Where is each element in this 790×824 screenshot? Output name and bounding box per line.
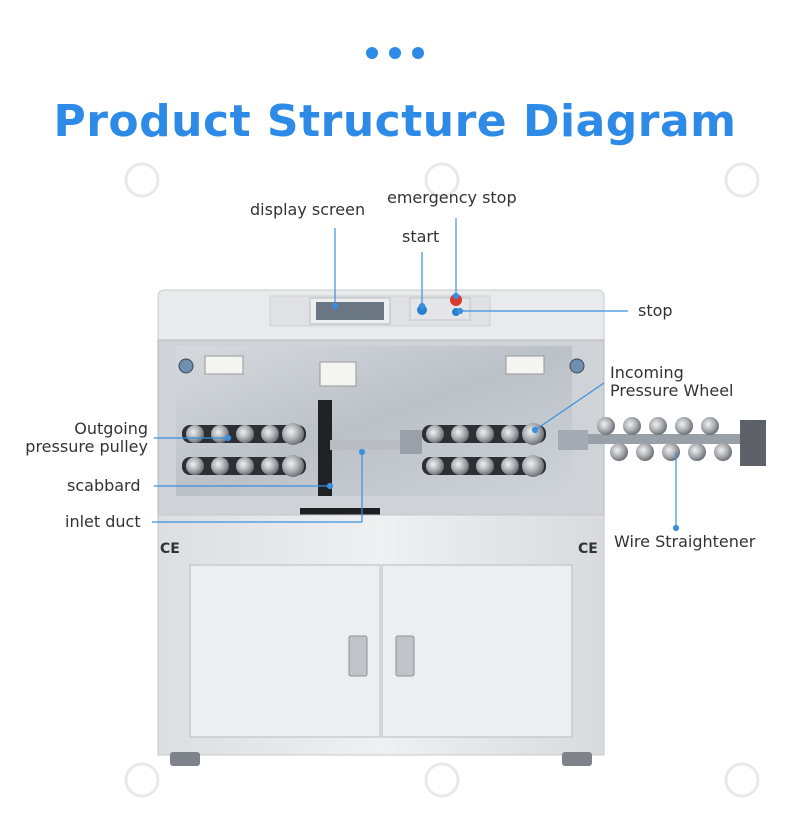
watermark-logo	[724, 762, 760, 798]
label-incoming-pressure-wheel: Incoming Pressure Wheel	[610, 364, 734, 400]
decorative-dots	[0, 44, 790, 63]
page-title: Product Structure Diagram	[53, 96, 737, 147]
watermark-logo	[724, 162, 760, 198]
ce-mark-left: CE	[160, 541, 180, 557]
dot	[412, 47, 425, 59]
outgoing-wheels	[182, 423, 306, 477]
label-emergency-stop: emergency stop	[387, 188, 517, 207]
blade-assembly	[318, 400, 332, 496]
label-display-screen: display screen	[250, 200, 366, 219]
wire-straightener	[588, 417, 766, 466]
label-outgoing-pressure-pulley: Outgoing pressure pulley	[17, 420, 148, 456]
ce-mark-right: CE	[578, 541, 598, 557]
label-inlet-duct: inlet duct	[65, 512, 141, 531]
label-incoming-line2: Pressure Wheel	[610, 381, 734, 400]
label-outgoing-line1: Outgoing	[74, 419, 148, 438]
incoming-wheels	[422, 423, 546, 477]
watermark-logo	[424, 162, 460, 198]
emergency-stop-button	[450, 294, 462, 306]
left-door-handle	[348, 635, 368, 677]
watermark-logo	[124, 162, 160, 198]
dot	[365, 47, 378, 59]
cabinet	[157, 514, 605, 766]
top-housing	[157, 289, 605, 349]
watermark-logo	[124, 762, 160, 798]
label-start: start	[402, 227, 440, 246]
watermark-logo	[424, 762, 460, 798]
label-incoming-line1: Incoming	[610, 363, 684, 382]
work-panel	[157, 339, 605, 516]
display-screen	[316, 302, 384, 320]
right-door-handle	[395, 635, 415, 677]
label-outgoing-line2: pressure pulley	[25, 437, 148, 456]
leader-lines	[152, 218, 680, 532]
dot	[389, 47, 401, 59]
label-scabbard: scabbard	[67, 476, 141, 495]
label-stop: stop	[638, 301, 673, 320]
label-wire-straightener: Wire Straightener	[614, 532, 756, 551]
